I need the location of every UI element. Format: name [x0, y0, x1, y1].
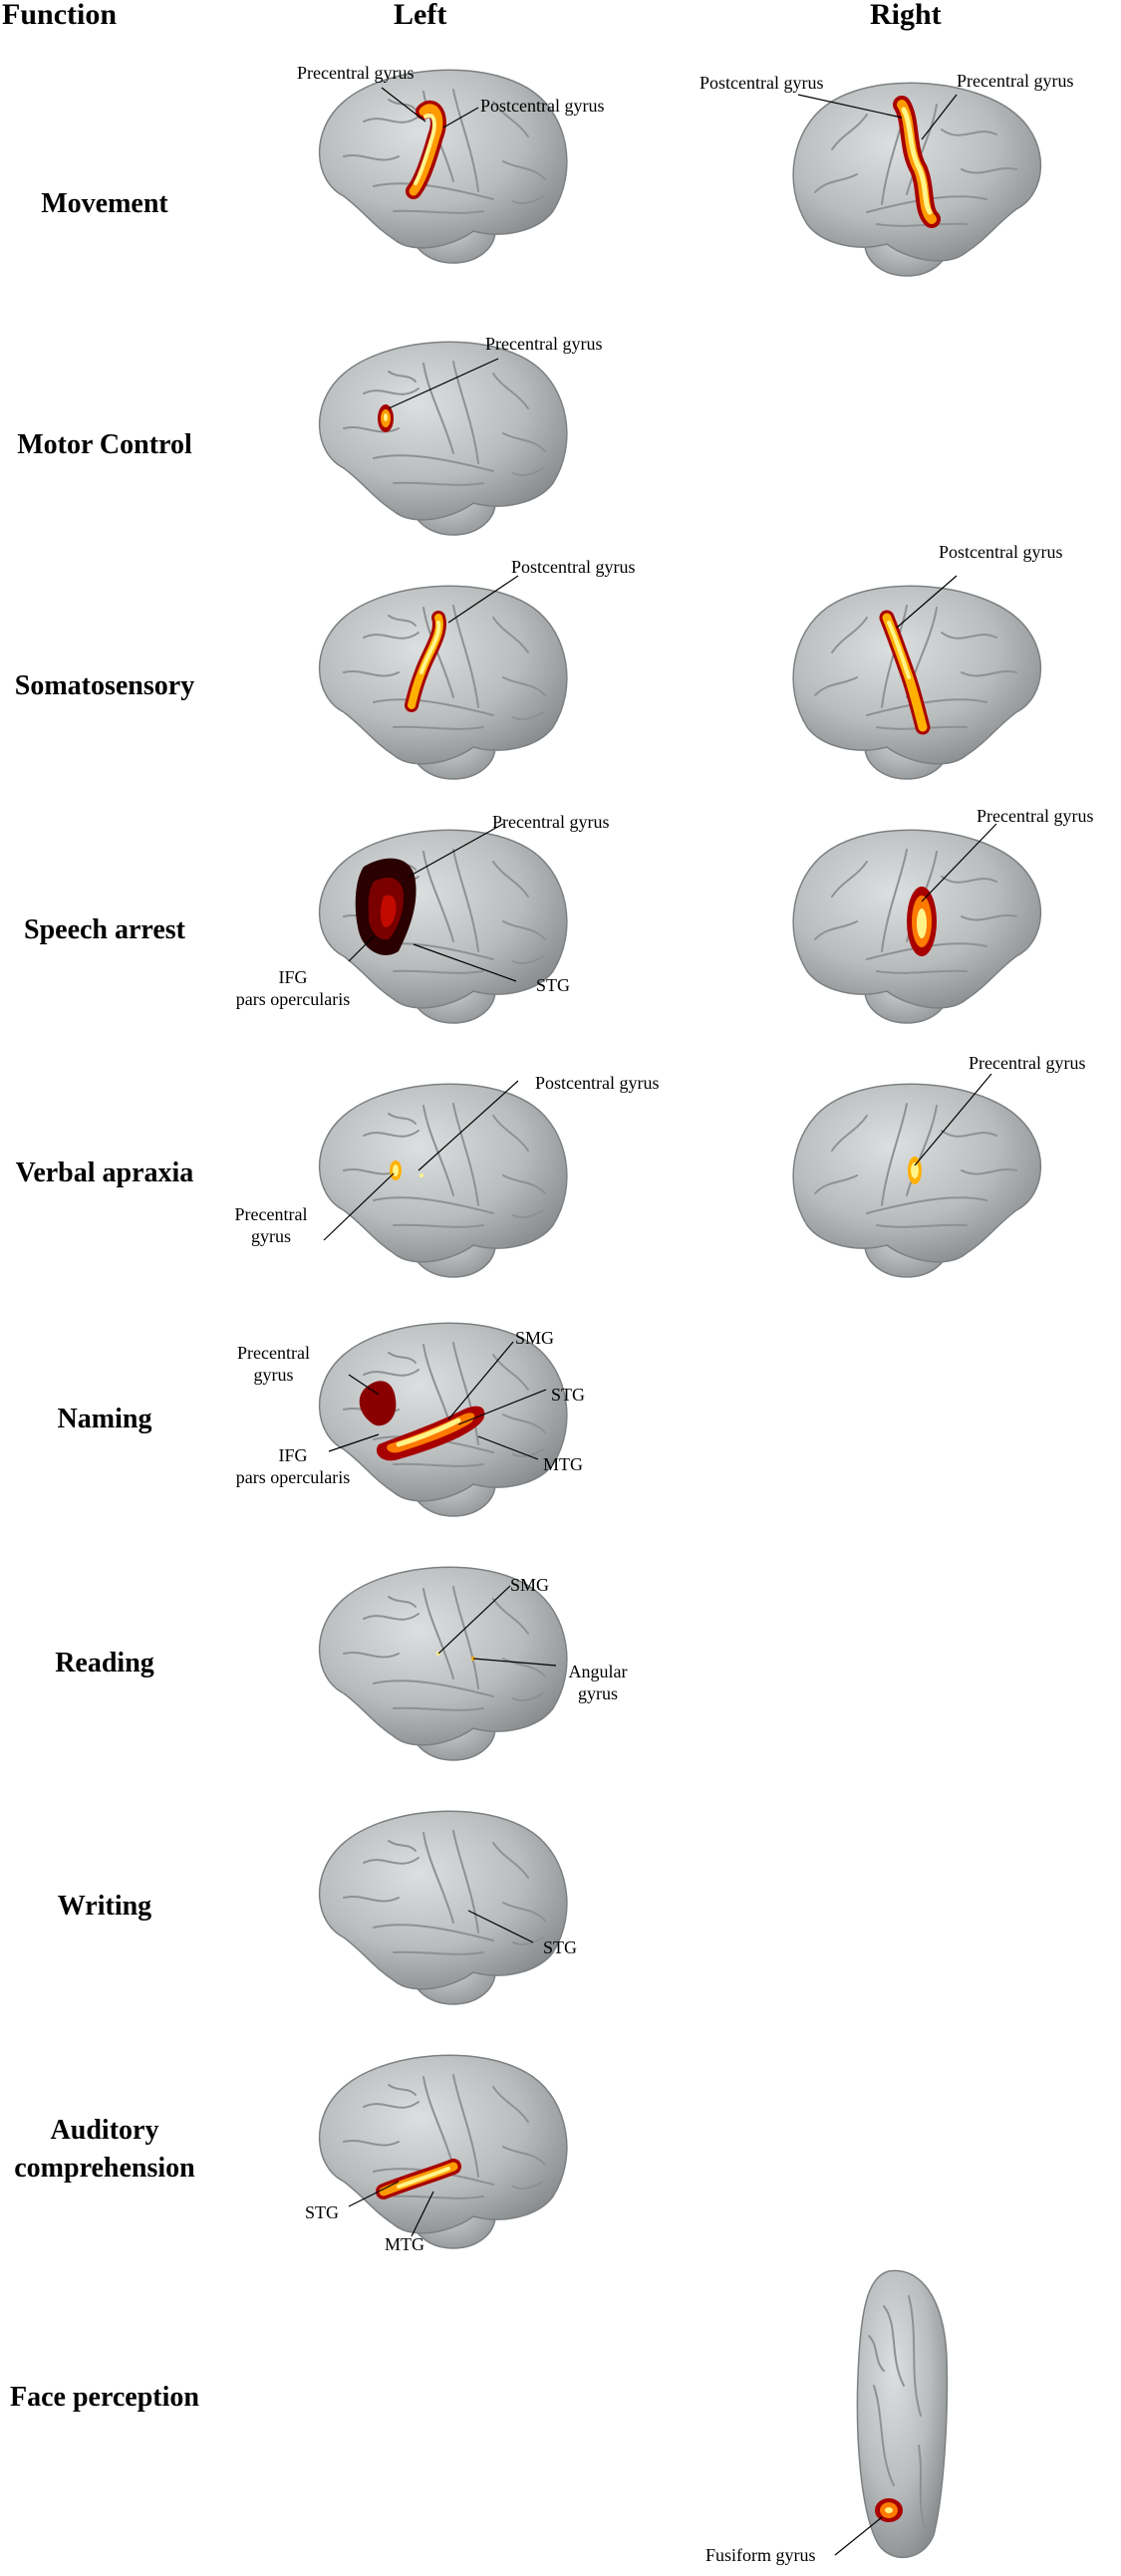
brain-verbal-apraxia-right: [792, 1083, 1042, 1278]
function-naming: Naming: [57, 1404, 152, 1434]
label-speech-left-precentral: Precentral gyrus: [492, 812, 610, 832]
function-reading: Reading: [55, 1648, 154, 1678]
label-naming-precentral-line1: Precentral: [237, 1343, 310, 1363]
brain-movement-right: [792, 82, 1042, 277]
label-naming-ifg-line2: pars opercularis: [235, 1467, 351, 1487]
function-column-header: Function: [2, 0, 118, 31]
brain-face-perception-right: [856, 2269, 949, 2559]
label-reading-left-smg: SMG: [510, 1575, 550, 1595]
label-speech-ifg-line2: pars opercularis: [235, 989, 351, 1009]
function-verbal-apraxia: Verbal apraxia: [15, 1158, 194, 1188]
label-reading-angular-line1: Angular: [568, 1662, 628, 1681]
right-column-header: Right: [870, 0, 942, 31]
label-movement-right-postcentral: Postcentral gyrus: [700, 73, 824, 93]
brain-somatosensory-right: [792, 585, 1042, 780]
label-speech-right-precentral: Precentral gyrus: [977, 806, 1094, 826]
function-auditory-comprehension: Auditory comprehension: [0, 2112, 209, 2188]
label-speech-left-stg: STG: [536, 975, 571, 995]
function-auditory-line2: comprehension: [14, 2153, 195, 2184]
label-auditory-left-mtg: MTG: [385, 2234, 424, 2254]
function-auditory-line1: Auditory: [50, 2115, 159, 2146]
label-apraxia-left-postcentral: Postcentral gyrus: [535, 1073, 660, 1093]
brain-motor-control-left: [318, 341, 568, 536]
function-motor-control: Motor Control: [17, 429, 192, 460]
function-speech-arrest: Speech arrest: [24, 914, 185, 945]
label-naming-left-precentral: Precentral gyrus: [221, 1342, 326, 1386]
label-auditory-left-stg: STG: [305, 2202, 340, 2222]
brain-speech-arrest-right: [792, 829, 1042, 1024]
brain-reading-left: [318, 1566, 568, 1761]
label-motor-left-precentral: Precentral gyrus: [485, 334, 603, 354]
brain-somatosensory-left: [318, 585, 568, 780]
label-naming-left-stg: STG: [551, 1385, 586, 1405]
label-movement-right-precentral: Precentral gyrus: [957, 71, 1074, 91]
brain-verbal-apraxia-left: [318, 1083, 568, 1278]
label-reading-angular-line2: gyrus: [578, 1683, 618, 1703]
brain-auditory-left: [318, 2054, 568, 2249]
label-somato-left-postcentral: Postcentral gyrus: [511, 557, 636, 577]
label-naming-left-mtg: MTG: [543, 1454, 583, 1474]
function-writing: Writing: [57, 1891, 152, 1922]
label-somato-right-postcentral: Postcentral gyrus: [939, 542, 1063, 562]
label-apraxia-left-precentral: Precentral gyrus: [221, 1203, 321, 1247]
brain-writing-left: [318, 1810, 568, 2005]
label-apraxia-precentral-line2: gyrus: [251, 1226, 291, 1246]
label-naming-left-smg: SMG: [515, 1328, 555, 1348]
label-naming-precentral-line2: gyrus: [253, 1365, 294, 1385]
function-somatosensory: Somatosensory: [14, 670, 195, 701]
label-speech-ifg-line1: IFG: [278, 967, 308, 987]
label-face-right-fusiform: Fusiform gyrus: [705, 2545, 816, 2565]
function-face-perception: Face perception: [10, 2382, 199, 2413]
label-movement-left-postcentral: Postcentral gyrus: [480, 96, 605, 116]
label-apraxia-right-precentral: Precentral gyrus: [969, 1053, 1086, 1073]
label-naming-ifg-line1: IFG: [278, 1445, 308, 1465]
label-naming-left-ifg: IFG pars opercularis: [223, 1444, 363, 1488]
label-movement-left-precentral: Precentral gyrus: [297, 63, 415, 83]
left-column-header: Left: [394, 0, 447, 31]
label-apraxia-precentral-line1: Precentral: [234, 1204, 308, 1224]
label-speech-left-ifg: IFG pars opercularis: [223, 966, 363, 1010]
function-movement: Movement: [41, 188, 168, 219]
label-writing-left-stg: STG: [543, 1937, 578, 1957]
label-reading-left-angular: Angular gyrus: [558, 1661, 638, 1704]
